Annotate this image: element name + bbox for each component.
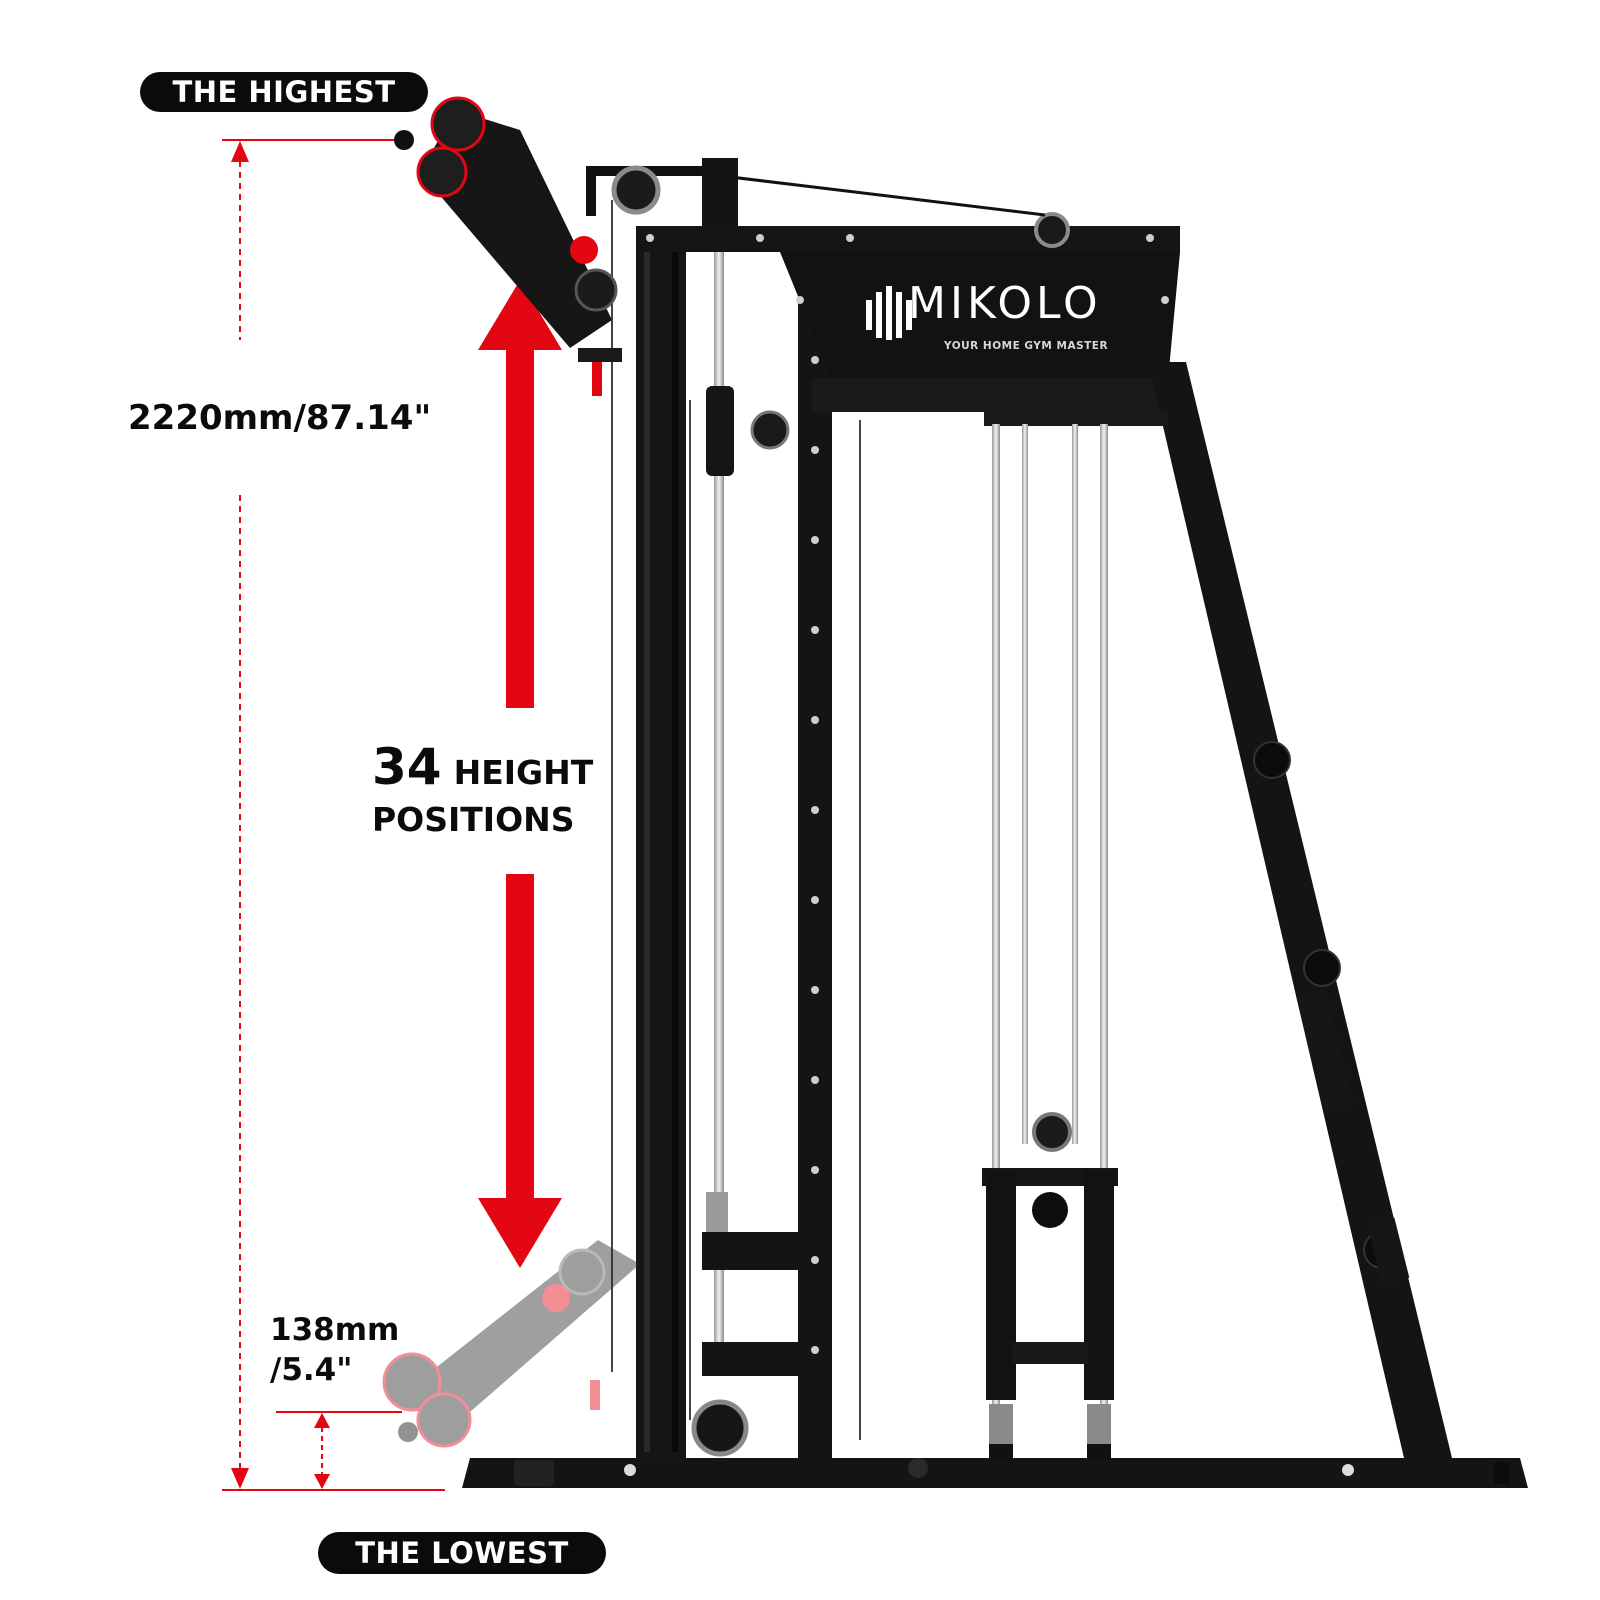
highest-label-pill: THE HIGHEST <box>140 72 428 112</box>
lowest-height-dimension <box>276 1411 402 1489</box>
height-positions-word1: HEIGHT <box>453 753 594 792</box>
height-positions-count: 34 <box>372 738 442 796</box>
base-frame <box>462 1458 1528 1488</box>
height-positions-word2: POSITIONS <box>372 800 575 839</box>
mikolo-crown-logo-icon <box>866 286 912 340</box>
left-carriage <box>691 386 798 1457</box>
brand-tagline: YOUR HOME GYM MASTER <box>944 340 1109 352</box>
left-upright-column <box>636 246 686 1460</box>
weight-stack-guide-rods <box>984 412 1168 1454</box>
red-down-arrow-icon <box>478 874 562 1268</box>
lowest-label-pill: THE LOWEST <box>318 1532 606 1574</box>
top-brand-panel <box>636 226 1180 412</box>
red-up-arrow-icon <box>478 280 562 708</box>
inner-upright-column <box>798 246 832 1460</box>
lowest-height-label-line2: /5.4" <box>270 1352 353 1388</box>
total-height-label: 2220mm/87.14" <box>128 398 432 438</box>
slanted-rear-leg <box>1148 362 1452 1458</box>
top-pulley <box>586 158 1070 248</box>
lowest-height-label-line1: 138mm <box>270 1312 400 1348</box>
cables <box>611 200 861 1440</box>
weight-carriage <box>982 1112 1118 1460</box>
carriage-guide-rod <box>714 250 724 1350</box>
pulley-arm-highest <box>394 96 622 396</box>
brand-name: MIKOLO <box>908 278 1102 329</box>
total-height-dimension <box>222 139 445 1491</box>
height-positions-callout: 34 HEIGHT POSITIONS <box>372 738 593 839</box>
pulley-arm-lowest <box>382 1240 640 1448</box>
